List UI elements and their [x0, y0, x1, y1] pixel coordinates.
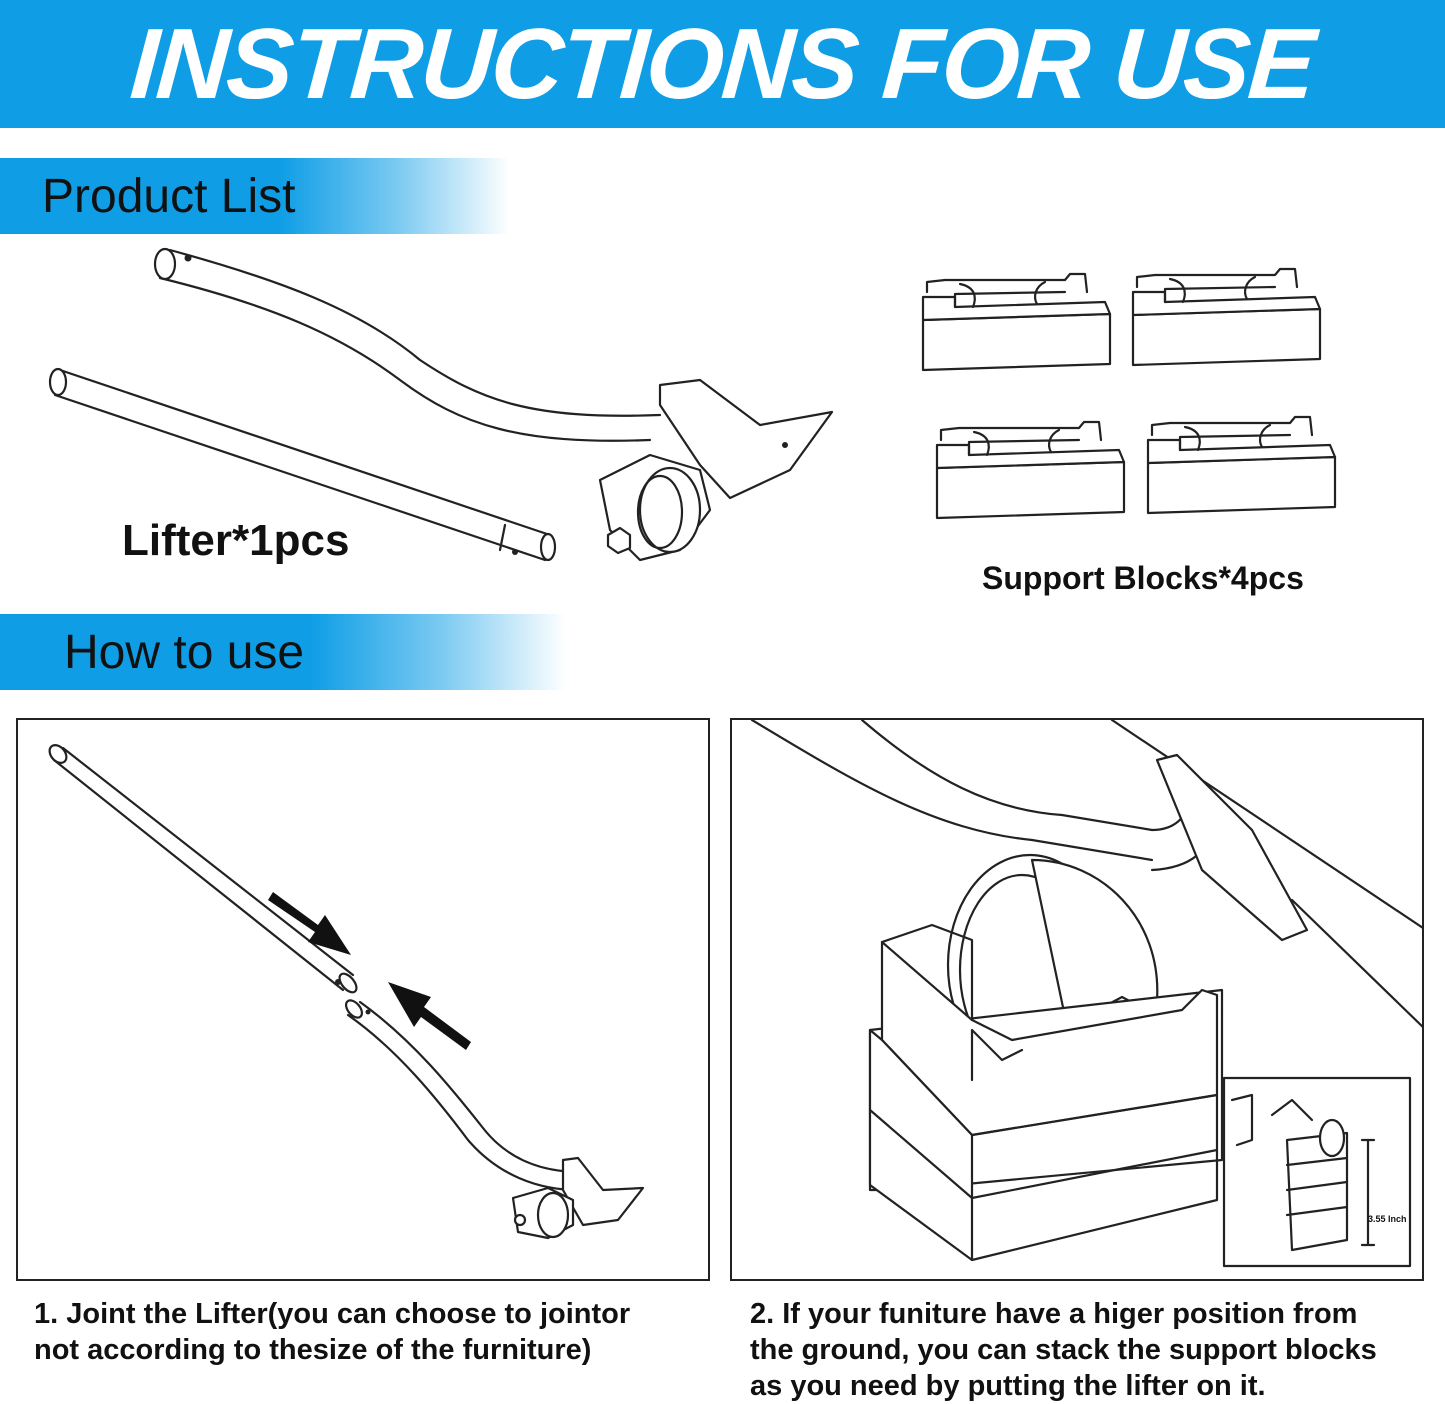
- step-2-line-3: as you need by putting the lifter on it.: [750, 1370, 1266, 1402]
- support-block-illustration: [921, 267, 1337, 520]
- step-1-line-1: 1. Joint the Lifter(you can choose to jo…: [34, 1298, 631, 1330]
- page-title: INSTRUCTIONS FOR USE: [127, 8, 1318, 120]
- step-2-line-1: 2. If your funiture have a higer positio…: [750, 1298, 1358, 1330]
- inset-dimension-label: 3.55 Inch: [1368, 1214, 1407, 1224]
- step-2-text: 2. If your funiture have a higer positio…: [750, 1296, 1377, 1404]
- step-1-text: 1. Joint the Lifter(you can choose to jo…: [34, 1296, 630, 1368]
- how-to-use-heading-bar: How to use: [0, 614, 566, 690]
- arrow-icon: [268, 892, 351, 955]
- lifter-illustration: [48, 247, 834, 562]
- step-2-line-2: the ground, you can stack the support bl…: [750, 1334, 1377, 1366]
- step-2-illustration: [750, 720, 1422, 1268]
- header-banner: INSTRUCTIONS FOR USE: [0, 0, 1445, 128]
- arrow-icon: [388, 982, 471, 1050]
- step-1-panel: [16, 718, 710, 1281]
- blocks-label: Support Blocks*4pcs: [982, 560, 1304, 596]
- step-1-line-2: not according to thesize of the furnitur…: [34, 1334, 592, 1366]
- step-2-panel: 3.55 Inch: [730, 718, 1424, 1281]
- product-list-heading: Product List: [42, 169, 296, 223]
- step-1-illustration: [48, 744, 645, 1240]
- lifter-label: Lifter*1pcs: [122, 516, 350, 565]
- product-list-heading-bar: Product List: [0, 158, 510, 234]
- how-to-use-heading: How to use: [64, 625, 305, 679]
